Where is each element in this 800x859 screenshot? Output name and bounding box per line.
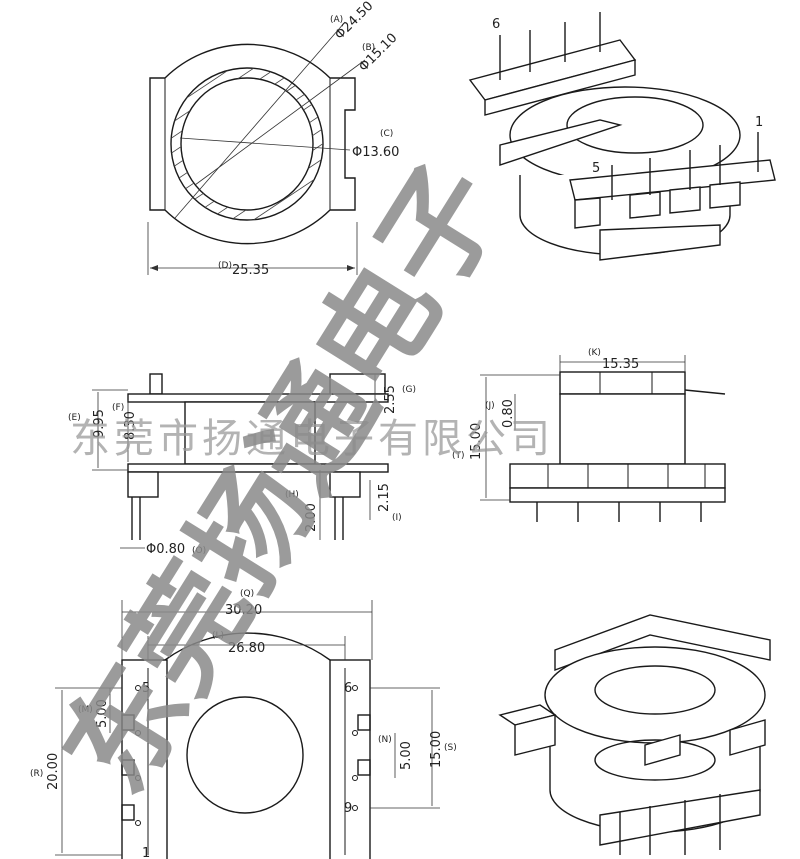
watermark-vertical: 东莞扬通电子 — [37, 141, 529, 815]
dim-g-tag: (G) — [402, 385, 416, 395]
dim-h-tag: (H) — [285, 490, 299, 500]
dim-e-value: 9.95 — [92, 409, 107, 438]
dim-o-tag: (O) — [192, 546, 206, 556]
watermark: 东莞市扬通电子有限公司 东莞扬通电子 — [37, 141, 554, 815]
iso-view-top: 6 1 5 — [468, 12, 776, 261]
dim-q-value: 30.20 — [225, 603, 262, 618]
dim-c-value: Φ13.60 — [352, 145, 399, 160]
dim-l-value: 26.80 — [228, 641, 265, 656]
front-view: (E) 9.95 (F) 8.30 (G) 2.55 (H) 2.00 (I) … — [68, 373, 416, 557]
dim-f-tag: (F) — [112, 403, 124, 413]
dim-k-tag: (K) — [588, 348, 601, 358]
dim-r-tag: (R) — [30, 769, 43, 779]
dim-j-value: 0.80 — [501, 399, 516, 428]
pin-label-5-iso: 5 — [592, 161, 600, 176]
dim-g-value: 2.55 — [383, 385, 398, 414]
left-pin-slots — [121, 685, 141, 826]
dim-b-tag: (B) — [362, 43, 375, 53]
dim-a-tag: (A) — [330, 15, 343, 25]
pin-label-9-bottom: 9 — [344, 801, 352, 816]
pin-label-5-bottom: 5 — [142, 681, 150, 696]
dim-s-value: 15.00 — [429, 731, 444, 768]
dim-n-tag: (N) — [378, 735, 392, 745]
side-view: (K) 15.35 (J) 0.80 (T) 15.00 — [452, 348, 726, 522]
dim-i-tag: (I) — [392, 513, 402, 523]
dim-d-tag: (D) — [218, 261, 232, 271]
watermark-company-line: 东莞市扬通电子有限公司 — [70, 416, 554, 462]
pin-label-1-iso: 1 — [755, 115, 763, 130]
dim-h-value: 2.00 — [304, 503, 319, 532]
iso-view-bottom — [498, 614, 771, 855]
dim-f-value: 8.30 — [123, 411, 138, 440]
dim-m-tag: (M) — [78, 705, 93, 715]
dim-c-tag: (C) — [380, 129, 393, 139]
pin-label-6-iso: 6 — [492, 17, 500, 32]
dim-t-value: 15.00 — [469, 423, 484, 460]
dim-j-tag: (J) — [485, 401, 495, 411]
bottom-view: (Q) 30.20 (L) 26.80 (M) 5.00 (R) 20.00 (… — [30, 589, 457, 859]
pin-label-1-bottom: 1 — [142, 846, 150, 859]
dim-n-value: 5.00 — [399, 741, 414, 770]
dim-i-value: 2.15 — [377, 483, 392, 512]
dim-r-value: 20.00 — [46, 753, 61, 790]
dim-d-value: 25.35 — [232, 263, 269, 278]
dim-t-tag: (T) — [452, 451, 465, 461]
dim-k-value: 15.35 — [602, 357, 639, 372]
right-pin-slots — [352, 685, 371, 811]
dim-q-tag: (Q) — [240, 589, 254, 599]
pin-label-6-bottom: 6 — [344, 681, 352, 696]
dim-l-tag: (L) — [212, 631, 224, 641]
dim-m-value: 5.00 — [95, 699, 110, 728]
dim-e-tag: (E) — [68, 413, 81, 423]
dim-o-value: Φ0.80 — [146, 542, 185, 557]
dim-s-tag: (S) — [444, 743, 457, 753]
